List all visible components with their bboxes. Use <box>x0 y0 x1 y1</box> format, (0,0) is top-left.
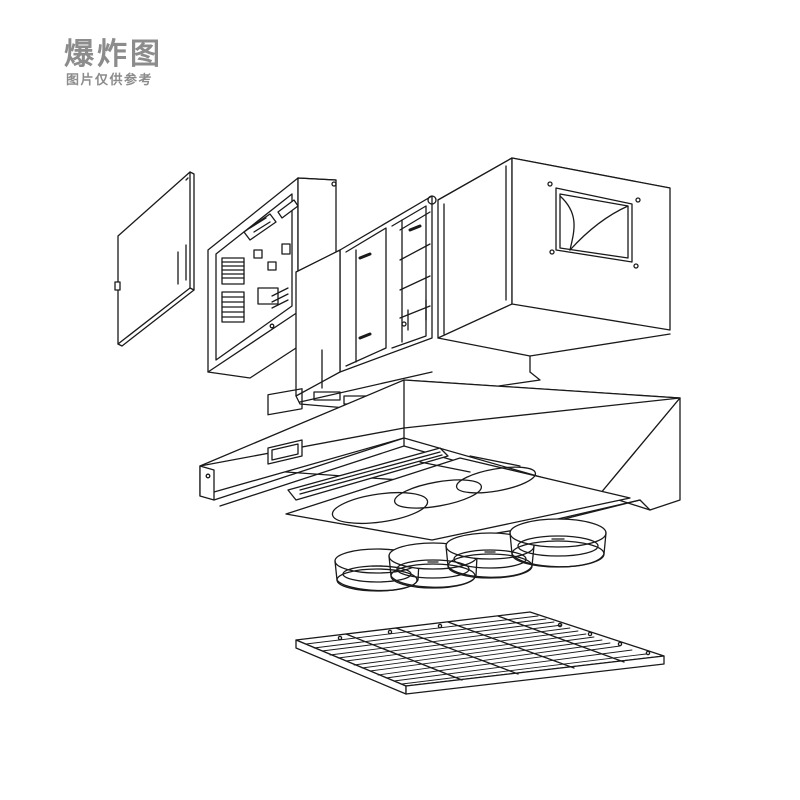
hood-body <box>199 379 681 541</box>
access-panel <box>114 171 195 347</box>
watermark-title: 爆炸图 <box>64 37 163 72</box>
nozzle-ring <box>509 518 607 568</box>
filter-section <box>339 195 437 373</box>
base-frame <box>295 249 541 409</box>
slot-grille <box>287 447 449 501</box>
grille-filter <box>295 611 665 695</box>
heatsink <box>221 257 245 323</box>
watermark-subtitle: 图片仅供参考 <box>66 73 154 88</box>
watermark: 爆炸图 图片仅供参考 <box>64 38 163 90</box>
fan-housing <box>437 157 671 373</box>
